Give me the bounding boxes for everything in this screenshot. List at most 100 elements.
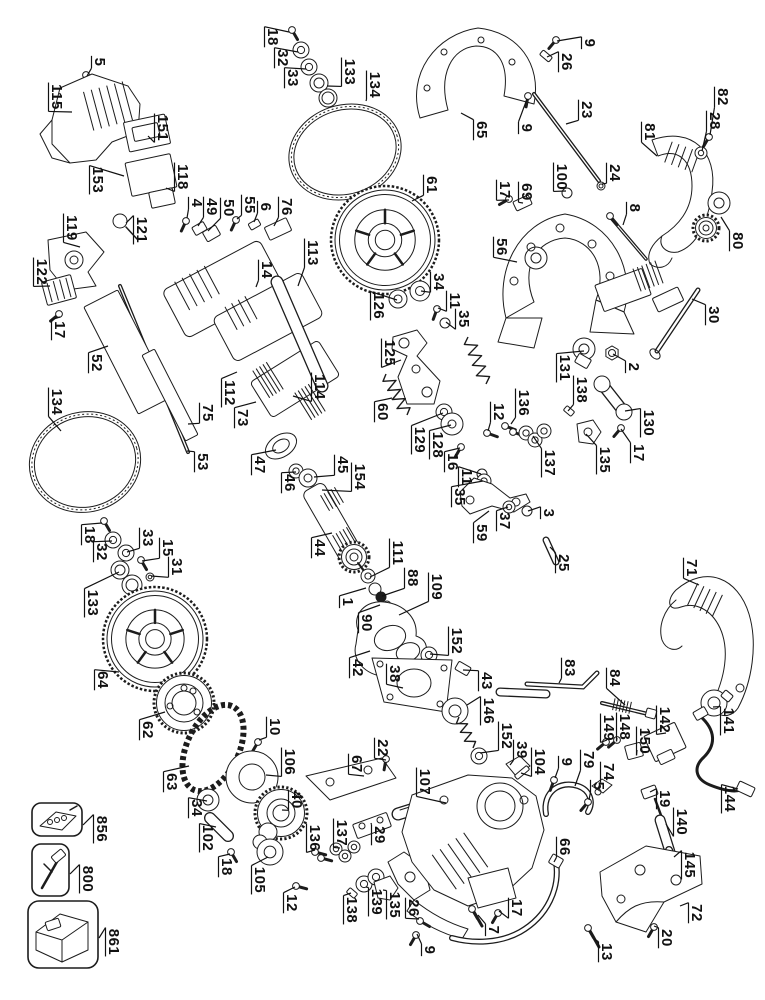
- hatch-line: [684, 148, 693, 170]
- part-callout-61: 61: [411, 174, 440, 202]
- part-callout-15: 15: [141, 537, 176, 562]
- part-callout-107: 107: [415, 767, 447, 804]
- part-shape: [702, 224, 710, 232]
- part-shape: [608, 349, 616, 357]
- part-number: 37: [496, 512, 513, 530]
- part-number: 90: [358, 614, 375, 632]
- part-callout-137: 137: [332, 818, 350, 849]
- part-shape: [371, 872, 381, 882]
- callout-leader: [125, 215, 134, 224]
- callout-leader: [292, 395, 312, 403]
- part-number: 24: [606, 164, 623, 182]
- hatch-line: [83, 91, 95, 131]
- callout-leader: [416, 795, 447, 804]
- part-number: 119: [63, 215, 80, 241]
- part-number: 102: [199, 825, 216, 852]
- part-shape: [325, 777, 335, 787]
- callout-leader: [365, 886, 369, 889]
- part-number: 33: [139, 529, 156, 547]
- part-callout-151: 151: [147, 113, 171, 143]
- part-callout-9: 9: [554, 755, 575, 779]
- hatch-lines: [224, 296, 258, 330]
- callout-leader: [615, 737, 618, 742]
- part-shape: [439, 795, 449, 805]
- part-callout-74: 74: [597, 761, 617, 790]
- part-shape: [640, 784, 659, 800]
- callout-leader: [186, 209, 190, 219]
- callout-leader: [556, 36, 582, 42]
- callout-leader: [48, 416, 62, 432]
- part-shape: [563, 405, 575, 417]
- part-callout-126: 126: [369, 290, 398, 321]
- callout-leader: [588, 792, 592, 801]
- part-callout-5: 5: [588, 779, 607, 801]
- hatch-line: [181, 277, 198, 307]
- part-shape: [112, 213, 128, 229]
- callout-leader: [221, 371, 238, 380]
- callout-leader: [556, 350, 585, 355]
- part-callout-150: 150: [635, 726, 653, 756]
- part-number: 19: [656, 790, 673, 808]
- hex-nut: [605, 345, 619, 361]
- part-shape: [496, 688, 550, 698]
- callout-leader: [255, 280, 260, 288]
- part-number: 114: [311, 374, 328, 400]
- part-callout-129: 129: [410, 412, 444, 455]
- part-number: 61: [423, 176, 440, 194]
- part-callout-31: 31: [150, 556, 185, 578]
- callout-leader: [600, 739, 608, 744]
- part-callout-32: 32: [92, 540, 113, 563]
- part-shape: [454, 661, 472, 676]
- hatch-line: [121, 81, 133, 121]
- part-callout-109: 109: [398, 572, 445, 616]
- part-callout-152: 152: [429, 626, 465, 657]
- part-callout-135: 135: [585, 433, 613, 475]
- callout-leader: [437, 307, 447, 312]
- callout-leader: [641, 141, 658, 157]
- spring-shape: [455, 716, 477, 749]
- part-shape: [376, 816, 384, 824]
- callout-leader: [88, 345, 109, 354]
- part-shape: [656, 749, 676, 765]
- part-number: 45: [334, 456, 351, 474]
- part-shape: [304, 62, 314, 72]
- part-shape: [440, 412, 464, 436]
- part-callout-79: 79: [574, 749, 597, 787]
- part-shape: [477, 36, 485, 44]
- part-shape: [169, 628, 184, 636]
- part-callout-82: 82: [709, 86, 731, 136]
- part-number: 46: [281, 474, 298, 492]
- hatch-line: [196, 269, 213, 299]
- part-number: 18: [264, 28, 281, 46]
- part-callout-25: 25: [549, 546, 572, 574]
- hatch-line: [203, 265, 220, 295]
- part-shape: [470, 747, 488, 765]
- part-number: 88: [404, 569, 421, 587]
- part-number: 141: [720, 708, 737, 735]
- callout-leader: [429, 653, 449, 657]
- part-shape: [368, 582, 382, 596]
- part-shape: [266, 798, 296, 828]
- part-shape: [136, 650, 147, 664]
- callout-leader: [509, 759, 514, 766]
- part-number: 152: [498, 723, 515, 750]
- part-callout-16: 16: [443, 447, 461, 473]
- part-callout-9: 9: [517, 98, 535, 135]
- hatch-line: [650, 262, 660, 286]
- callout-leader: [479, 749, 499, 754]
- part-shape: [131, 122, 161, 142]
- part-callout-40: 40: [281, 789, 305, 811]
- part-callout-11: 11: [457, 466, 482, 488]
- part-callout-2: 2: [612, 353, 642, 374]
- part-shape: [300, 58, 318, 76]
- part-number: 8: [626, 204, 643, 213]
- callout-leader: [234, 401, 257, 409]
- part-callout-11: 11: [437, 290, 463, 312]
- callout-leader: [374, 397, 393, 403]
- part-number: 5: [590, 782, 607, 791]
- part-number: 72: [688, 904, 705, 922]
- part-callout-17: 17: [495, 179, 513, 201]
- part-callout-71: 71: [682, 557, 700, 586]
- part-callout-122: 122: [32, 257, 51, 288]
- part-number: 71: [683, 559, 700, 577]
